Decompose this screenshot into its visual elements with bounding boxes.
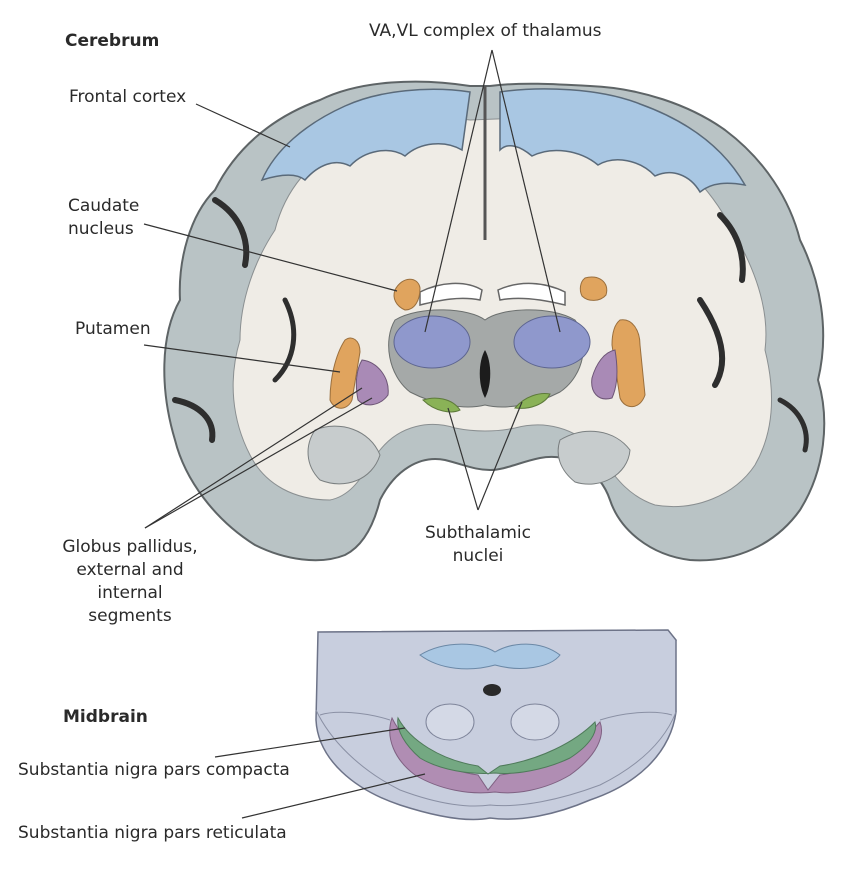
label-line: external and [76,560,184,580]
va-vl-thalamus-right [513,315,591,369]
label-va-vl-thalamus: VA,VL complex of thalamus [369,21,602,41]
leader-lines [143,49,561,819]
label-putamen: Putamen [75,319,151,339]
midbrain-body [315,629,677,821]
label-line: Globus pallidus, [62,537,198,557]
cerebral-aqueduct [483,684,501,696]
frontal-cortex-left [260,88,471,182]
label-line: Subthalamic [425,523,531,543]
heading-midbrain: Midbrain [63,707,148,727]
white-matter [232,116,773,508]
subthalamic-nucleus-left [422,397,461,413]
frontal-cortex-right [499,88,747,194]
third-ventricle [479,350,491,398]
label-frontal-cortex: Frontal cortex [69,87,187,107]
globus-pallidus-right [591,349,618,400]
label-line: Caudate [68,196,140,216]
sulcus [777,397,809,453]
sulcus [212,197,250,268]
sulcus [697,297,726,388]
cerebral-peduncle-left [319,711,391,721]
sulcus [172,397,216,443]
putamen-left [329,337,361,409]
red-nucleus-left [425,703,475,741]
label-caudate-nucleus: Caudate nucleus [68,195,139,241]
label-subthalamic-nuclei: Subthalamic nuclei [418,522,538,568]
caudate-nucleus-left [393,278,421,311]
midbrain-section [315,629,678,821]
label-globus-pallidus: Globus pallidus, external and internal s… [55,536,205,628]
red-nucleus-right [510,703,560,741]
cerebrum-section [163,80,826,562]
temporal-lobe-left [307,425,381,485]
label-line: nuclei [452,546,504,566]
sulcus [717,212,746,283]
globus-pallidus-left [355,359,389,406]
caudate-nucleus-right [579,276,608,301]
putamen-right [611,319,646,408]
sulcus [272,297,297,383]
subthalamic-nucleus-right [514,393,551,409]
label-line: internal [97,583,163,603]
lateral-ventricle-right [497,282,566,306]
va-vl-thalamus-left [393,315,471,369]
label-line: nucleus [68,219,134,239]
label-line: segments [88,606,172,626]
midbrain-lower-face [315,709,677,807]
tectum [419,643,561,670]
temporal-lobe-right [557,430,631,485]
cerebral-peduncle-right [599,711,673,721]
heading-cerebrum: Cerebrum [65,31,160,51]
substantia-nigra-compacta [397,716,597,775]
label-substantia-nigra-reticulata: Substantia nigra pars reticulata [18,823,287,843]
label-substantia-nigra-compacta: Substantia nigra pars compacta [18,760,290,780]
